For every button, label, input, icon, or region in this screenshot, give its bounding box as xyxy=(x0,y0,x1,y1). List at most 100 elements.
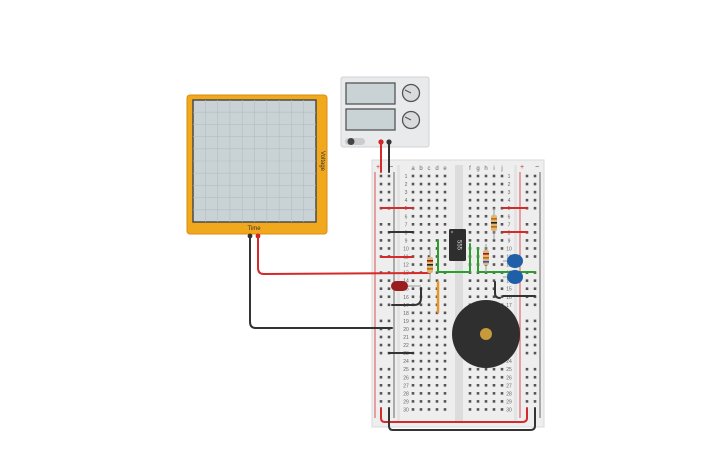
breadboard-hole[interactable] xyxy=(419,279,423,282)
breadboard-hole[interactable] xyxy=(500,182,504,186)
rail-hole[interactable] xyxy=(533,351,537,355)
breadboard-hole[interactable] xyxy=(492,263,496,266)
breadboard-hole[interactable] xyxy=(427,375,431,379)
breadboard-hole[interactable] xyxy=(476,206,480,210)
rail-hole[interactable] xyxy=(533,198,537,202)
breadboard-hole[interactable] xyxy=(468,400,472,403)
rail-hole[interactable] xyxy=(379,375,383,379)
breadboard-hole[interactable] xyxy=(419,335,423,339)
breadboard-hole[interactable] xyxy=(443,223,447,226)
breadboard-hole[interactable] xyxy=(411,214,415,218)
breadboard-hole[interactable] xyxy=(500,206,504,210)
breadboard-hole[interactable] xyxy=(411,327,415,331)
breadboard-hole[interactable] xyxy=(484,295,488,299)
breadboard-hole[interactable] xyxy=(500,408,504,411)
rail-hole[interactable] xyxy=(533,303,537,307)
breadboard-hole[interactable] xyxy=(443,214,447,218)
breadboard-hole[interactable] xyxy=(443,319,447,323)
breadboard-hole[interactable] xyxy=(411,190,415,194)
breadboard-hole[interactable] xyxy=(492,279,496,282)
breadboard-hole[interactable] xyxy=(443,351,447,355)
rail-hole[interactable] xyxy=(533,384,537,387)
breadboard-hole[interactable] xyxy=(419,408,423,411)
wire-led-ground[interactable] xyxy=(391,287,422,306)
breadboard-hole[interactable] xyxy=(484,279,488,282)
rail-hole[interactable] xyxy=(387,335,391,339)
rail-hole[interactable] xyxy=(525,375,529,379)
breadboard-hole[interactable] xyxy=(484,392,488,395)
breadboard-hole[interactable] xyxy=(427,223,431,226)
breadboard-hole[interactable] xyxy=(484,287,488,290)
breadboard-hole[interactable] xyxy=(468,231,472,234)
breadboard-hole[interactable] xyxy=(492,239,496,242)
rail-hole[interactable] xyxy=(379,279,383,282)
breadboard-hole[interactable] xyxy=(411,319,415,323)
breadboard-hole[interactable] xyxy=(435,198,439,202)
breadboard-hole[interactable] xyxy=(419,263,423,266)
breadboard-hole[interactable] xyxy=(443,367,447,371)
breadboard-hole[interactable] xyxy=(411,375,415,379)
breadboard-hole[interactable] xyxy=(500,400,504,403)
rail-hole[interactable] xyxy=(387,392,391,395)
breadboard-hole[interactable] xyxy=(427,214,431,218)
breadboard-hole[interactable] xyxy=(492,190,496,194)
breadboard-hole[interactable] xyxy=(427,408,431,411)
rail-hole[interactable] xyxy=(525,174,529,178)
breadboard-hole[interactable] xyxy=(419,392,423,395)
wire-green-left[interactable] xyxy=(437,239,471,273)
breadboard-hole[interactable] xyxy=(427,367,431,371)
breadboard-hole[interactable] xyxy=(427,303,431,307)
rail-hole[interactable] xyxy=(533,255,537,258)
rail-hole[interactable] xyxy=(525,327,529,331)
breadboard-hole[interactable] xyxy=(492,182,496,186)
breadboard-hole[interactable] xyxy=(476,182,480,186)
rail-hole[interactable] xyxy=(387,223,391,226)
breadboard-hole[interactable] xyxy=(443,247,447,250)
breadboard-hole[interactable] xyxy=(500,198,504,202)
breadboard-hole[interactable] xyxy=(435,335,439,339)
rail-hole[interactable] xyxy=(379,400,383,403)
breadboard-hole[interactable] xyxy=(476,287,480,290)
breadboard-hole[interactable] xyxy=(443,327,447,331)
breadboard-hole[interactable] xyxy=(476,375,480,379)
breadboard-hole[interactable] xyxy=(492,367,496,371)
rail-hole[interactable] xyxy=(379,174,383,178)
breadboard-hole[interactable] xyxy=(468,375,472,379)
breadboard-hole[interactable] xyxy=(419,327,423,331)
breadboard-hole[interactable] xyxy=(484,182,488,186)
breadboard-hole[interactable] xyxy=(443,182,447,186)
rail-hole[interactable] xyxy=(379,319,383,323)
rail-hole[interactable] xyxy=(525,198,529,202)
rail-hole[interactable] xyxy=(533,335,537,339)
breadboard-hole[interactable] xyxy=(500,384,504,387)
rail-hole[interactable] xyxy=(387,343,391,347)
breadboard-hole[interactable] xyxy=(427,351,431,355)
breadboard-hole[interactable] xyxy=(468,223,472,226)
breadboard-hole[interactable] xyxy=(468,384,472,387)
rail-hole[interactable] xyxy=(533,400,537,403)
breadboard-hole[interactable] xyxy=(427,335,431,339)
breadboard-hole[interactable] xyxy=(419,384,423,387)
rail-hole[interactable] xyxy=(379,295,383,299)
breadboard-hole[interactable] xyxy=(492,198,496,202)
rail-hole[interactable] xyxy=(533,247,537,250)
breadboard-hole[interactable] xyxy=(419,359,423,363)
rail-hole[interactable] xyxy=(525,223,529,226)
breadboard-hole[interactable] xyxy=(435,392,439,395)
rail-hole[interactable] xyxy=(379,343,383,347)
breadboard-hole[interactable] xyxy=(443,335,447,339)
breadboard-hole[interactable] xyxy=(492,400,496,403)
breadboard-hole[interactable] xyxy=(484,190,488,194)
breadboard-hole[interactable] xyxy=(419,400,423,403)
rail-hole[interactable] xyxy=(387,400,391,403)
breadboard-hole[interactable] xyxy=(427,392,431,395)
rail-hole[interactable] xyxy=(533,182,537,186)
wire-bottom-positive-bridge[interactable] xyxy=(380,407,528,423)
rail-hole[interactable] xyxy=(387,279,391,282)
breadboard-hole[interactable] xyxy=(468,287,472,290)
piezo-buzzer[interactable] xyxy=(452,300,520,368)
rail-hole[interactable] xyxy=(387,303,391,307)
resistor-1[interactable] xyxy=(427,250,433,282)
breadboard-hole[interactable] xyxy=(443,408,447,411)
breadboard-hole[interactable] xyxy=(484,408,488,411)
